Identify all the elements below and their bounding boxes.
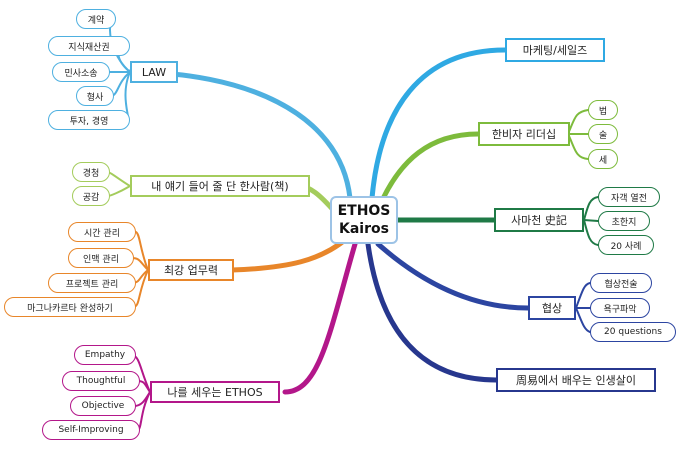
subtopic-label: Self-Improving bbox=[58, 425, 124, 435]
zhouyi-branch-lines bbox=[365, 241, 499, 383]
subtopic-label: 20 사례 bbox=[610, 241, 642, 252]
history-sub-line bbox=[583, 219, 599, 222]
subtopic-ethos-thoughtful[interactable]: Thoughtful bbox=[62, 371, 140, 391]
subtopic-negotiation-tactics[interactable]: 협상전술 bbox=[590, 273, 652, 293]
marketing-branch-lines bbox=[369, 47, 508, 201]
leader-sub-line bbox=[567, 109, 589, 135]
subtopic-label: 자객 열전 bbox=[611, 193, 647, 204]
subtopic-work-network[interactable]: 인맥 관리 bbox=[68, 248, 134, 268]
subtopic-label: 형사 bbox=[86, 92, 104, 103]
subtopic-label: 지식재산권 bbox=[68, 42, 110, 53]
subtopic-ethos-selfimproving[interactable]: Self-Improving bbox=[42, 420, 140, 440]
subtopic-ethos-objective[interactable]: Objective bbox=[70, 396, 136, 416]
subtopic-work-time[interactable]: 시간 관리 bbox=[68, 222, 136, 242]
topic-leader-label: 한비자 리더십 bbox=[491, 128, 557, 141]
subtopic-label: Empathy bbox=[84, 350, 126, 360]
subtopic-label: 시간 관리 bbox=[84, 228, 120, 239]
topic-listener[interactable]: 내 얘기 들어 줄 단 한사람(책) bbox=[130, 175, 310, 197]
topic-history[interactable]: 사마천 史記 bbox=[494, 208, 584, 232]
topic-work[interactable]: 최강 업무력 bbox=[148, 259, 234, 281]
subtopic-law-investment[interactable]: 투자, 경영 bbox=[48, 110, 130, 130]
topic-ethos[interactable]: 나를 세우는 ETHOS bbox=[150, 381, 280, 403]
subtopic-history-chuhan[interactable]: 초한지 bbox=[598, 211, 650, 231]
topic-listener-label: 내 얘기 들어 줄 단 한사람(책) bbox=[151, 180, 289, 193]
subtopic-leader-law[interactable]: 법 bbox=[588, 100, 618, 120]
topic-zhouyi[interactable]: 周易에서 배우는 인생살이 bbox=[496, 368, 656, 392]
subtopic-label: 공감 bbox=[82, 192, 100, 203]
negotiation-main-curve bbox=[375, 241, 531, 311]
work-sub-line bbox=[135, 231, 149, 271]
topic-zhouyi-label: 周易에서 배우는 인생살이 bbox=[515, 374, 637, 387]
work-main-curve bbox=[229, 237, 348, 273]
subtopic-label: 세 bbox=[598, 155, 608, 166]
subtopic-label: 마그나카르타 완성하기 bbox=[27, 303, 113, 314]
subtopic-law-contract[interactable]: 계약 bbox=[76, 9, 116, 29]
subtopic-label: 법 bbox=[598, 106, 608, 117]
negotiation-sub-line bbox=[575, 307, 591, 333]
history-sub-line bbox=[583, 219, 599, 246]
history-branch-lines bbox=[395, 196, 599, 246]
subtopic-negotiation-questions[interactable]: 20 questions bbox=[590, 322, 676, 342]
subtopic-law-civil[interactable]: 민사소송 bbox=[52, 62, 110, 82]
subtopic-work-project[interactable]: 프로젝트 관리 bbox=[48, 273, 136, 293]
marketing-main-curve bbox=[369, 47, 508, 201]
topic-marketing-label: 마케팅/세일즈 bbox=[522, 44, 588, 57]
subtopic-label: Thoughtful bbox=[76, 376, 126, 386]
subtopic-label: 욕구파악 bbox=[603, 304, 637, 315]
topic-history-label: 사마천 史記 bbox=[511, 214, 567, 227]
zhouyi-main-curve bbox=[365, 241, 499, 383]
subtopic-label: 20 questions bbox=[604, 327, 662, 337]
subtopic-label: 협상전술 bbox=[604, 279, 638, 290]
subtopic-label: 경청 bbox=[82, 168, 100, 179]
subtopic-label: 초한지 bbox=[611, 217, 637, 228]
subtopic-listener-empathy[interactable]: 공감 bbox=[72, 186, 110, 206]
topic-negotiation[interactable]: 협상 bbox=[528, 296, 576, 320]
central-topic-line2: Kairos bbox=[339, 221, 389, 237]
topic-law-label: LAW bbox=[141, 65, 167, 79]
subtopic-label: Objective bbox=[81, 401, 125, 411]
work-sub-line bbox=[133, 269, 149, 308]
topic-work-label: 최강 업무력 bbox=[163, 264, 219, 277]
subtopic-ethos-empathy[interactable]: Empathy bbox=[74, 345, 136, 365]
topic-leader[interactable]: 한비자 리더십 bbox=[478, 122, 570, 146]
negotiation-sub-line bbox=[575, 282, 591, 309]
ethos-main-curve bbox=[282, 241, 358, 395]
negotiation-branch-lines bbox=[375, 241, 591, 333]
subtopic-listener-listening[interactable]: 경청 bbox=[72, 162, 110, 182]
subtopic-label: 인맥 관리 bbox=[83, 254, 119, 265]
subtopic-label: 투자, 경영 bbox=[69, 116, 109, 127]
listener-sub-line bbox=[107, 171, 131, 187]
topic-marketing[interactable]: 마케팅/세일즈 bbox=[505, 38, 605, 62]
subtopic-law-ip[interactable]: 지식재산권 bbox=[48, 36, 130, 56]
history-sub-line bbox=[583, 196, 599, 221]
topic-negotiation-label: 협상 bbox=[541, 302, 563, 315]
subtopic-history-cases[interactable]: 20 사례 bbox=[598, 235, 654, 255]
leader-sub-line bbox=[567, 133, 589, 160]
subtopic-leader-skill[interactable]: 술 bbox=[588, 124, 618, 144]
topic-ethos-label: 나를 세우는 ETHOS bbox=[167, 386, 263, 399]
subtopic-negotiation-needs[interactable]: 욕구파악 bbox=[590, 298, 650, 318]
subtopic-work-magnacarta[interactable]: 마그나카르타 완성하기 bbox=[4, 297, 136, 317]
subtopic-label: 프로젝트 관리 bbox=[65, 279, 119, 290]
topic-law[interactable]: LAW bbox=[130, 61, 178, 83]
subtopic-leader-power[interactable]: 세 bbox=[588, 149, 618, 169]
subtopic-law-criminal[interactable]: 형사 bbox=[76, 86, 114, 106]
ethos-sub-line bbox=[137, 391, 151, 431]
subtopic-label: 계약 bbox=[87, 15, 105, 26]
subtopic-label: 술 bbox=[598, 130, 608, 141]
law-branch-lines bbox=[107, 17, 353, 201]
central-topic[interactable]: ETHOS Kairos bbox=[330, 196, 398, 244]
subtopic-label: 민사소송 bbox=[64, 68, 98, 79]
central-topic-line1: ETHOS bbox=[337, 203, 391, 219]
leader-main-curve bbox=[377, 131, 481, 208]
listener-sub-line bbox=[107, 185, 131, 197]
subtopic-history-assassins[interactable]: 자객 열전 bbox=[598, 187, 660, 207]
